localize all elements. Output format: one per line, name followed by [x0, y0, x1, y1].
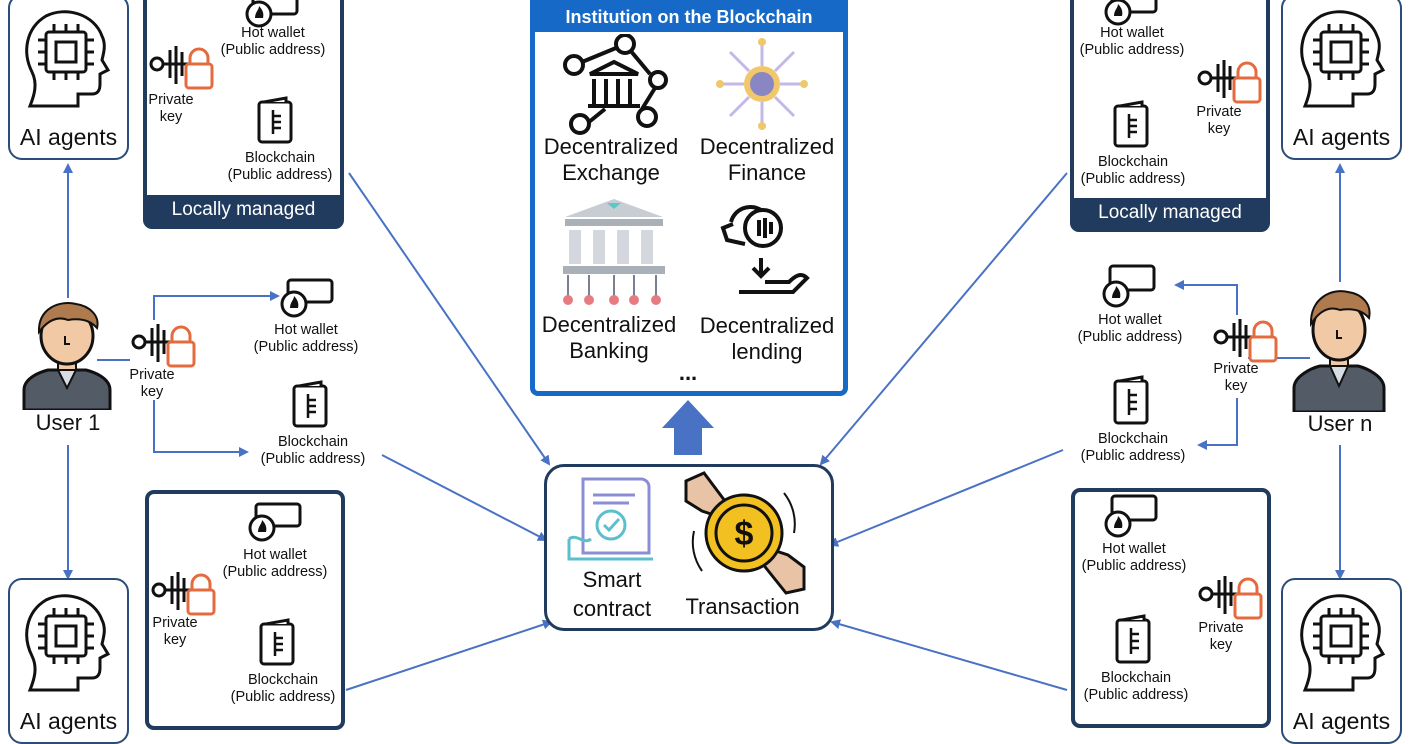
- ai-agent-card: AI agents: [8, 578, 129, 744]
- hot-wallet-icon: [245, 0, 299, 28]
- hot-wallet-icon: [1104, 0, 1158, 26]
- institution-title: Institution on the Blockchain: [534, 0, 844, 32]
- private-key-icon: [151, 572, 216, 616]
- decentralized-exchange-icon: [563, 34, 668, 135]
- private-key-label: Private key: [1196, 104, 1242, 138]
- hot-wallet-icon: [248, 502, 302, 542]
- blockchain-icon: [1115, 614, 1151, 664]
- transaction-icon: $: [684, 471, 806, 595]
- blockchain-label: Blockchain (Public address): [230, 672, 336, 706]
- ai-agent-card: AI agents: [1281, 0, 1402, 160]
- decentralized-lending-icon: [720, 204, 810, 294]
- blockchain-icon: [1113, 375, 1149, 425]
- hot-wallet-label: Hot wallet (Public address): [1077, 312, 1183, 346]
- user-n-label: User n: [1307, 411, 1373, 436]
- decentralized-banking-icon: [563, 199, 665, 305]
- user-1-avatar: [22, 302, 112, 410]
- ai-agents-label: AI agents: [1292, 708, 1391, 734]
- decentralized-finance-icon: [716, 38, 808, 130]
- user-n-avatar: [1292, 290, 1386, 412]
- hot-wallet-icon: [1104, 494, 1158, 538]
- locally-managed-box-top-right: Locally managed: [1070, 0, 1270, 232]
- smart-contract-icon: [567, 477, 653, 561]
- private-key-icon: [1213, 319, 1278, 363]
- up-arrow-icon: [662, 400, 714, 455]
- private-key-label: Private key: [129, 367, 175, 401]
- ai-agents-label: AI agents: [19, 124, 118, 150]
- ai-agent-card: AI agents: [8, 0, 129, 160]
- ai-head-icon: [1300, 10, 1386, 108]
- hot-wallet-label: Hot wallet (Public address): [1081, 541, 1187, 575]
- locally-managed-footer: Locally managed: [147, 195, 340, 225]
- decentralized-lending-label: Decentralized lending: [699, 313, 835, 364]
- ai-head-icon: [1300, 594, 1386, 692]
- private-key-icon: [1197, 60, 1262, 104]
- smart-contract-label: Smart contract: [572, 567, 652, 622]
- ai-agents-label: AI agents: [19, 708, 118, 734]
- decentralized-exchange-label: Decentralized Exchange: [543, 134, 679, 185]
- blockchain-icon: [257, 96, 293, 144]
- ai-head-icon: [25, 594, 111, 692]
- ai-agents-label: AI agents: [1292, 124, 1391, 150]
- private-key-label: Private key: [152, 615, 198, 649]
- hot-wallet-label: Hot wallet (Public address): [222, 547, 328, 581]
- private-key-icon: [1198, 576, 1263, 620]
- user-1-label: User 1: [35, 410, 101, 435]
- blockchain-label: Blockchain (Public address): [1083, 670, 1189, 704]
- blockchain-icon: [1113, 100, 1149, 148]
- ai-agent-card: AI agents: [1281, 578, 1402, 744]
- hot-wallet-label: Hot wallet (Public address): [253, 322, 359, 356]
- blockchain-label: Blockchain (Public address): [1080, 431, 1186, 465]
- private-key-label: Private key: [1198, 620, 1244, 654]
- blockchain-label: Blockchain (Public address): [227, 150, 333, 184]
- private-key-label: Private key: [148, 92, 194, 126]
- blockchain-icon: [292, 380, 328, 428]
- blockchain-icon: [259, 618, 295, 666]
- more-ellipsis: ...: [678, 360, 698, 385]
- private-key-icon: [149, 46, 214, 90]
- hot-wallet-label: Hot wallet (Public address): [1079, 25, 1185, 59]
- hot-wallet-icon: [1102, 264, 1156, 308]
- private-key-label: Private key: [1213, 361, 1259, 395]
- hot-wallet-label: Hot wallet (Public address): [220, 25, 326, 59]
- locally-managed-box-top-left: Locally managed: [143, 0, 344, 229]
- decentralized-finance-label: Decentralized Finance: [699, 134, 835, 185]
- hot-wallet-icon: [280, 278, 334, 318]
- svg-text:$: $: [735, 515, 754, 553]
- decentralized-banking-label: Decentralized Banking: [541, 312, 677, 363]
- blockchain-label: Blockchain (Public address): [260, 434, 366, 468]
- ai-head-icon: [25, 10, 111, 108]
- private-key-icon: [131, 324, 196, 368]
- blockchain-label: Blockchain (Public address): [1080, 154, 1186, 188]
- transaction-label: Transaction: [685, 594, 800, 619]
- locally-managed-footer: Locally managed: [1074, 198, 1266, 228]
